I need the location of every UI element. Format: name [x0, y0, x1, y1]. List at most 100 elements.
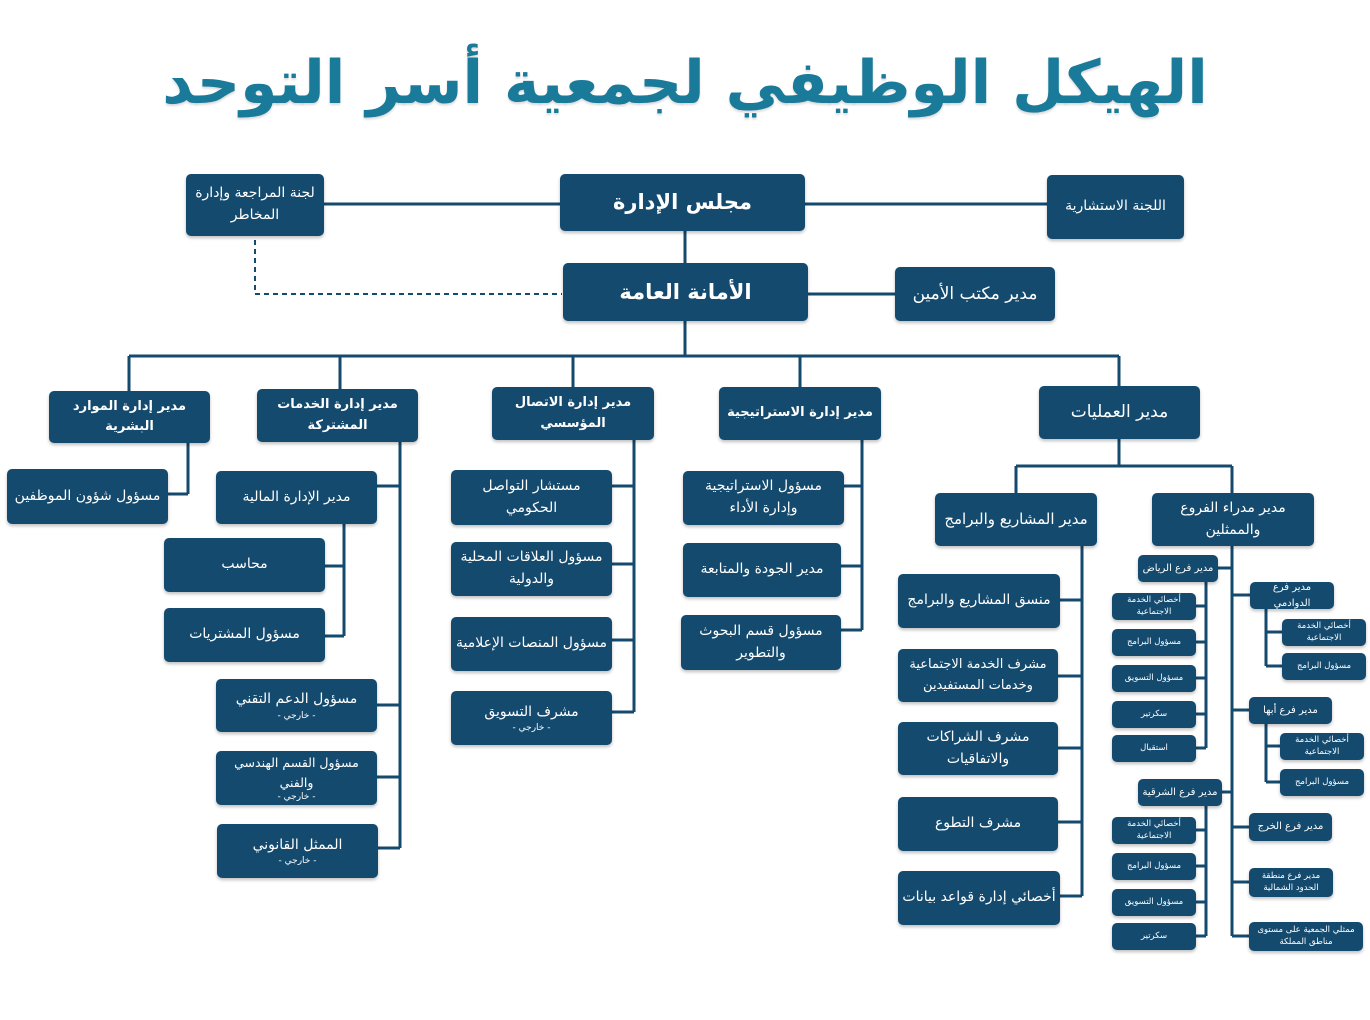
tech-support-label: مسؤول الدعم التقني: [235, 691, 358, 708]
riyadh-item-1-label: أخصائي الخدمة الاجتماعية: [1127, 595, 1181, 617]
sharqiya-item-3-box: مسؤول التسويق: [1112, 889, 1196, 916]
comm-item-3-box: مسؤول المنصات الإعلامية: [451, 617, 612, 671]
finance-label: مدير الإدارة المالية: [242, 488, 351, 505]
legal-label: الممثل القانوني: [252, 836, 343, 853]
dawadmi-item-1-box: أخصائي الخدمة الاجتماعية: [1282, 619, 1366, 646]
shared-head-label: مدير إدارة الخدمات المشتركة: [277, 397, 398, 433]
secretariat-label: الأمانة العامة: [619, 279, 752, 304]
comm-item-1-box: مستشار التواصل الحكومي: [451, 470, 612, 525]
projects-item-2-box: مشرف الخدمة الاجتماعية وخدمات المستفيدين: [898, 649, 1058, 702]
engineering-box: مسؤول القسم الهندسي والفني - خارجي -: [216, 751, 377, 805]
engineering-label: مسؤول القسم الهندسي والفني: [234, 755, 359, 790]
sharqiya-head-box: مدير فرع الشرقية: [1138, 779, 1222, 806]
operations-head-label: مدير العمليات: [1070, 402, 1169, 423]
audit-committee-label: لجنة المراجعة وإدارة المخاطر: [195, 185, 315, 223]
projects-item-1-label: منسق المشاريع والبرامج: [907, 592, 1051, 609]
accountant-box: محاسب: [164, 538, 325, 592]
sharqiya-item-1-box: أخصائي الخدمة الاجتماعية: [1112, 817, 1196, 844]
comm-item-2-label: مسؤول العلاقات المحلية والدولية: [460, 549, 603, 587]
projects-head-label: مدير المشاريع والبرامج: [944, 509, 1088, 528]
northern-label: مدير فرع منطقة الحدود الشمالية: [1261, 871, 1321, 893]
secretary-office-label: مدير مكتب الأمين: [912, 283, 1038, 304]
purchasing-label: مسؤول المشتريات: [189, 626, 300, 643]
hr-item-label: مسؤول شؤون الموظفين: [14, 487, 161, 504]
dawadmi-item-1-label: أخصائي الخدمة الاجتماعية: [1297, 621, 1351, 643]
board-box: مجلس الإدارة: [560, 174, 805, 231]
operations-head-box: مدير العمليات: [1039, 386, 1200, 439]
comm-item-4-box: مشرف التسويق - خارجي -: [451, 691, 612, 745]
kharj-box: مدير فرع الخرج: [1249, 813, 1332, 841]
riyadh-item-3-box: مسؤول التسويق: [1112, 665, 1196, 692]
strategy-item-1-label: مسؤول الاستراتيجية وإدارة الأداء: [705, 478, 822, 516]
sharqiya-head-label: مدير فرع الشرقية: [1142, 786, 1218, 798]
finance-box: مدير الإدارة المالية: [216, 471, 377, 524]
abha-head-box: مدير فرع أبها: [1249, 697, 1332, 724]
abha-item-2-box: مسؤول البرامج: [1280, 769, 1364, 796]
projects-item-3-box: مشرف الشراكات والاتفاقيات: [898, 722, 1058, 775]
shared-head-box: مدير إدارة الخدمات المشتركة: [257, 389, 418, 442]
projects-item-4-label: مشرف التطوع: [934, 815, 1022, 832]
sharqiya-item-2-label: مسؤول البرامج: [1126, 860, 1182, 871]
advisory-committee-label: اللجنة الاستشارية: [1065, 198, 1166, 215]
advisory-committee-box: اللجنة الاستشارية: [1047, 175, 1184, 239]
riyadh-item-2-label: مسؤول البرامج: [1126, 636, 1182, 647]
comm-head-label: مدير إدارة الاتصال المؤسسي: [514, 395, 632, 431]
riyadh-item-1-box: أخصائي الخدمة الاجتماعية: [1112, 593, 1196, 620]
secretary-office-box: مدير مكتب الأمين: [895, 267, 1055, 321]
projects-head-box: مدير المشاريع والبرامج: [935, 493, 1097, 546]
engineering-note: - خارجي -: [277, 791, 316, 802]
comm-item-2-box: مسؤول العلاقات المحلية والدولية: [451, 542, 612, 596]
projects-item-5-label: أخصائي إدارة قواعد بيانات: [902, 889, 1056, 906]
abha-item-2-label: مسؤول البرامج: [1294, 776, 1350, 787]
riyadh-item-4-box: سكرتير: [1112, 701, 1196, 728]
riyadh-item-5-box: استقبال: [1112, 735, 1196, 762]
tech-support-box: مسؤول الدعم التقني - خارجي -: [216, 679, 377, 732]
tech-support-note: - خارجي -: [277, 710, 316, 721]
abha-head-label: مدير فرع أبها: [1263, 704, 1318, 716]
abha-item-1-box: أخصائي الخدمة الاجتماعية: [1280, 733, 1364, 760]
branches-head-box: مدير مدراء الفروع والممثلين: [1152, 493, 1314, 546]
hr-item-box: مسؤول شؤون الموظفين: [7, 469, 168, 524]
riyadh-head-label: مدير فرع الرياض: [1142, 562, 1214, 574]
sharqiya-item-4-box: سكرتير: [1112, 923, 1196, 950]
sharqiya-item-3-label: مسؤول التسويق: [1124, 896, 1184, 907]
dawadmi-head-label: مدير فرع الدوادمي: [1272, 582, 1312, 609]
comm-head-box: مدير إدارة الاتصال المؤسسي: [492, 387, 654, 440]
comm-item-3-label: مسؤول المنصات الإعلامية: [456, 635, 607, 652]
projects-item-5-box: أخصائي إدارة قواعد بيانات: [898, 871, 1060, 925]
strategy-item-3-box: مسؤول قسم البحوث والتطوير: [681, 615, 841, 670]
abha-item-1-label: أخصائي الخدمة الاجتماعية: [1295, 735, 1349, 757]
secretariat-box: الأمانة العامة: [563, 263, 808, 321]
representatives-label: ممثلي الجمعية على مستوى مناطق المملكة: [1257, 925, 1355, 947]
hr-head-box: مدير إدارة الموارد البشرية: [49, 391, 210, 443]
sharqiya-item-1-label: أخصائي الخدمة الاجتماعية: [1127, 819, 1181, 841]
riyadh-item-2-box: مسؤول البرامج: [1112, 629, 1196, 656]
northern-box: مدير فرع منطقة الحدود الشمالية: [1249, 868, 1333, 897]
projects-item-4-box: مشرف التطوع: [898, 797, 1058, 851]
branches-head-label: مدير مدراء الفروع والممثلين: [1180, 499, 1286, 538]
strategy-item-2-label: مدير الجودة والمتابعة: [700, 561, 824, 578]
legal-box: الممثل القانوني - خارجي -: [217, 824, 378, 878]
accountant-label: محاسب: [221, 556, 268, 573]
purchasing-box: مسؤول المشتريات: [164, 608, 325, 662]
projects-item-3-label: مشرف الشراكات والاتفاقيات: [926, 728, 1030, 767]
riyadh-item-5-label: استقبال: [1140, 742, 1168, 753]
page-title: الهيكل الوظيفي لجمعية أسر التوحد: [162, 48, 1208, 118]
representatives-box: ممثلي الجمعية على مستوى مناطق المملكة: [1249, 922, 1363, 951]
dawadmi-item-2-label: مسؤول البرامج: [1296, 660, 1352, 671]
riyadh-head-box: مدير فرع الرياض: [1138, 555, 1218, 582]
legal-note: - خارجي -: [278, 856, 317, 867]
dawadmi-item-2-box: مسؤول البرامج: [1282, 653, 1366, 680]
strategy-head-label: مدير إدارة الاستراتيجية: [727, 405, 873, 421]
comm-item-4-label: مشرف التسويق: [484, 703, 579, 720]
strategy-item-1-box: مسؤول الاستراتيجية وإدارة الأداء: [683, 471, 844, 525]
strategy-item-3-label: مسؤول قسم البحوث والتطوير: [699, 622, 823, 661]
sharqiya-item-2-box: مسؤول البرامج: [1112, 853, 1196, 880]
projects-item-2-label: مشرف الخدمة الاجتماعية وخدمات المستفيدين: [909, 657, 1047, 693]
hr-head-label: مدير إدارة الموارد البشرية: [72, 398, 187, 434]
strategy-item-2-box: مدير الجودة والمتابعة: [683, 543, 841, 597]
riyadh-item-3-label: مسؤول التسويق: [1124, 672, 1184, 683]
riyadh-item-4-label: سكرتير: [1140, 708, 1168, 719]
audit-committee-box: لجنة المراجعة وإدارة المخاطر: [186, 174, 324, 236]
